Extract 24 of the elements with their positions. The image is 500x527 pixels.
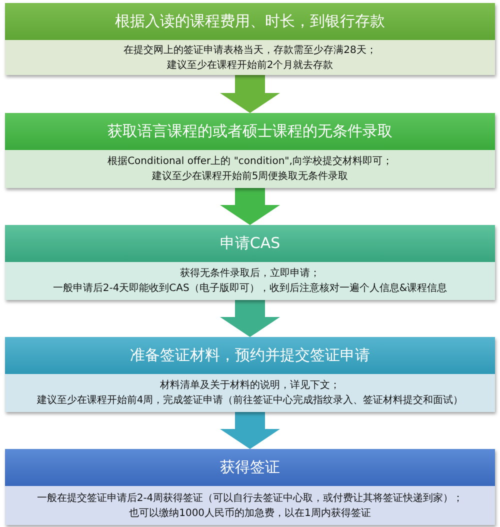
step-box — [5, 337, 495, 412]
step-heading: 获得签证 — [5, 449, 495, 486]
step-box — [5, 113, 495, 188]
step-note: 一般申请后2-4天即能收到CAS（电子版即可），收到后注意核对一遍个人信息&课程信息 — [52, 282, 448, 296]
step-heading: 申请CAS — [5, 225, 495, 262]
step-note: 材料清单及关于材料的说明，详见下文； — [160, 378, 340, 393]
step-note: 根据Conditional offer上的 "condition",向学校提交材料即可； — [108, 154, 392, 169]
step-box — [5, 3, 495, 75]
step-note: 在提交网上的签证申请表格当天，存款需至少存满28天； — [124, 44, 376, 58]
down-arrow — [220, 75, 280, 113]
down-arrow — [220, 300, 280, 337]
step-heading: 准备签证材料，预约并提交签证申请 — [5, 337, 495, 374]
step-note: 一般在提交签证申请后2-4周获得签证（可以自行去签证中心取，或付费让其将签证快递到家）； — [36, 492, 464, 506]
step-heading: 根据入读的课程费用、时长，到银行存款 — [5, 3, 495, 40]
step-note: 建议至少在课程开始前4周，完成签证申请（前往签证中心完成指纹录入、签证材料提交和面试） — [36, 394, 464, 408]
step-box — [5, 449, 495, 525]
step-note: 建议至少在课程开始前5周便换取无条件录取 — [152, 170, 348, 184]
down-arrow — [220, 188, 280, 225]
step-note: 也可以缴纳1000人民币的加急费，以在1周内获得签证 — [129, 506, 371, 520]
step-note: 获得无条件录取后，立即申请； — [180, 266, 320, 281]
step-heading: 获取语言课程的或者硕士课程的无条件录取 — [5, 113, 495, 150]
down-arrow — [220, 412, 280, 449]
step-box — [5, 225, 495, 300]
step-note: 建议至少在课程开始前2个月就去存款 — [166, 58, 334, 72]
